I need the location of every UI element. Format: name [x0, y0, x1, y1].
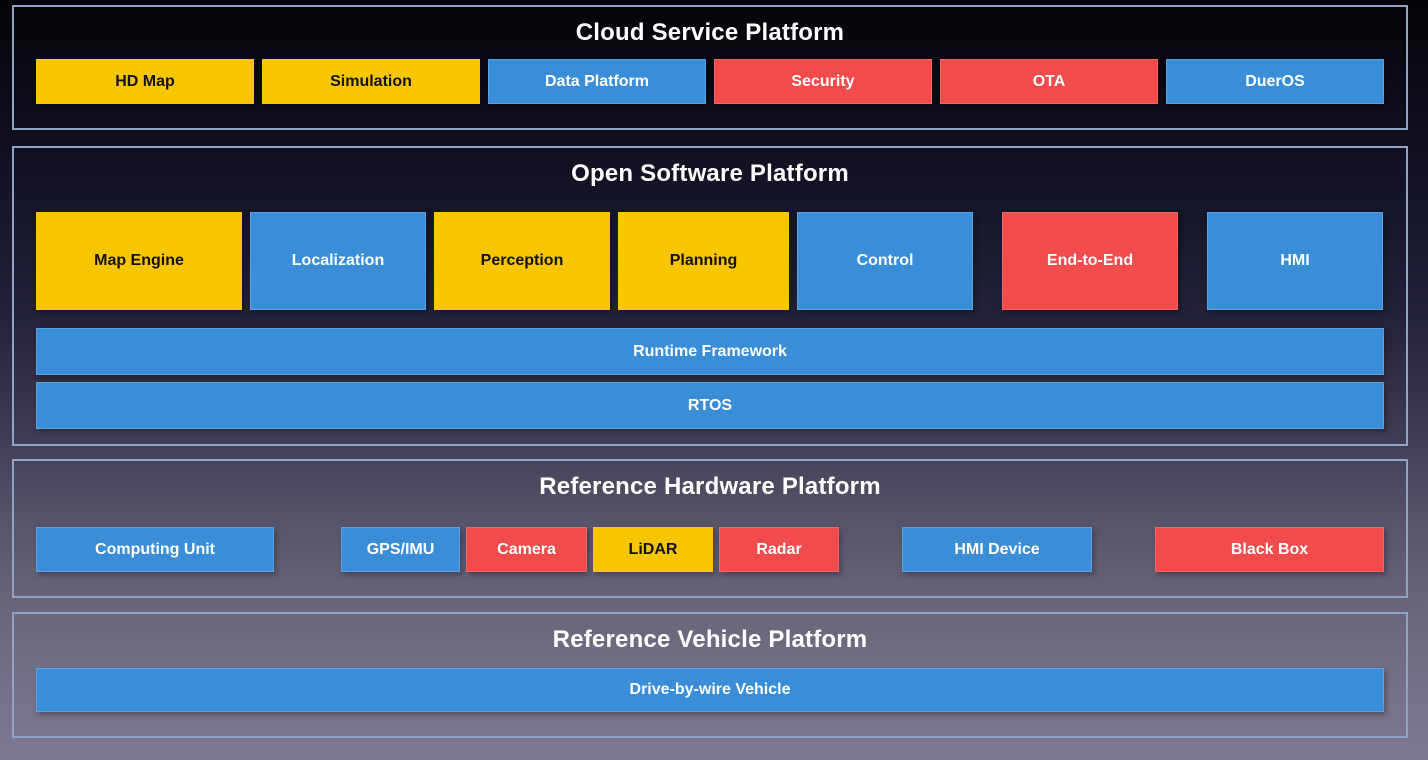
box-perception: Perception: [434, 212, 610, 310]
box-hmi: HMI: [1207, 212, 1383, 310]
box-end-to-end: End-to-End: [1002, 212, 1178, 310]
box-security: Security: [714, 59, 932, 104]
box-dueros: DuerOS: [1166, 59, 1384, 104]
box-computing-unit: Computing Unit: [36, 527, 274, 572]
box-localization: Localization: [250, 212, 426, 310]
section-open-software-platform: Open Software Platform Map Engine Locali…: [12, 146, 1408, 446]
cloud-service-platform-title: Cloud Service Platform: [575, 19, 845, 46]
box-ota: OTA: [940, 59, 1158, 104]
box-data-platform: Data Platform: [488, 59, 706, 104]
open-software-platform-title: Open Software Platform: [571, 160, 849, 187]
bar-drive-by-wire-vehicle: Drive-by-wire Vehicle: [36, 668, 1384, 712]
box-hd-map: HD Map: [36, 59, 254, 104]
box-control: Control: [797, 212, 973, 310]
reference-hardware-platform-title: Reference Hardware Platform: [539, 473, 881, 500]
box-gps-imu: GPS/IMU: [341, 527, 460, 572]
box-black-box: Black Box: [1155, 527, 1384, 572]
hardware-row: Computing Unit GPS/IMU Camera LiDAR Rada…: [36, 527, 1384, 572]
box-camera: Camera: [466, 527, 587, 572]
box-hmi-device: HMI Device: [902, 527, 1092, 572]
section-reference-vehicle-platform: Reference Vehicle Platform Drive-by-wire…: [12, 612, 1408, 738]
bar-rtos: RTOS: [36, 382, 1384, 429]
cloud-services-row: HD Map Simulation Data Platform Security…: [36, 59, 1384, 104]
box-simulation: Simulation: [262, 59, 480, 104]
section-reference-hardware-platform: Reference Hardware Platform Computing Un…: [12, 459, 1408, 598]
box-lidar: LiDAR: [593, 527, 713, 572]
box-map-engine: Map Engine: [36, 212, 242, 310]
box-planning: Planning: [618, 212, 789, 310]
section-cloud-service-platform: Cloud Service Platform HD Map Simulation…: [12, 5, 1408, 130]
bar-runtime-framework: Runtime Framework: [36, 328, 1384, 375]
box-radar: Radar: [719, 527, 839, 572]
software-modules-row: Map Engine Localization Perception Plann…: [36, 212, 1384, 310]
reference-vehicle-platform-title: Reference Vehicle Platform: [552, 626, 868, 653]
apollo-architecture-diagram: Cloud Service Platform HD Map Simulation…: [0, 5, 1428, 760]
